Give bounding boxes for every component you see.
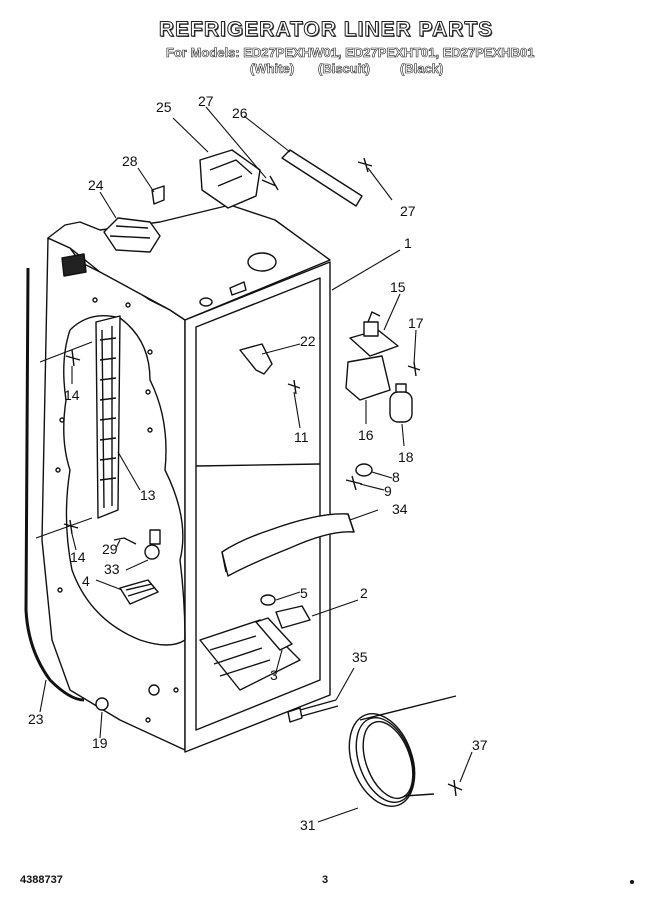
part-29: [113, 537, 137, 545]
callout-3: 3: [270, 667, 278, 683]
part-18: [389, 383, 413, 423]
callout-28: 28: [122, 153, 138, 169]
models-line: For Models: ED27PEXHW01, ED27PEXHT01, ED…: [166, 45, 535, 61]
leader-lines: [35, 106, 473, 823]
callout-26: 26: [232, 105, 248, 121]
callout-9: 9: [384, 483, 392, 499]
callout-13: 13: [140, 487, 156, 503]
callout-23: 23: [28, 711, 44, 727]
part-11-screw: [287, 379, 301, 395]
callout-24: 24: [88, 177, 104, 193]
callout-labels: 25 27 26 28 24 27 1 15 17 22 14 11 16 18…: [28, 93, 488, 833]
callout-8: 8: [392, 469, 400, 485]
callout-27-top: 27: [198, 93, 214, 109]
part-27-screw-a: [261, 175, 279, 191]
part-23-tube: [24, 267, 85, 702]
part-22: [239, 343, 273, 375]
part-33: [144, 529, 161, 560]
part-31-coil: [348, 695, 457, 807]
callout-14-lower: 14: [70, 549, 86, 565]
callout-37: 37: [472, 737, 488, 753]
variant-biscuit: (Biscuit): [318, 61, 371, 77]
part-2: [275, 605, 311, 629]
part-26: [281, 149, 363, 207]
callout-11: 11: [294, 429, 309, 445]
part-15: [349, 311, 399, 357]
callout-22: 22: [300, 333, 316, 349]
variant-black: (Black): [400, 61, 444, 77]
part-13-rail: [95, 315, 121, 519]
callout-14-upper: 14: [64, 387, 80, 403]
part-35: [287, 699, 339, 723]
callout-31: 31: [300, 817, 316, 833]
liner-cabinet: [41, 204, 331, 753]
callout-4: 4: [82, 573, 90, 589]
callout-17: 17: [408, 315, 424, 331]
page-number: 3: [322, 874, 329, 886]
part-5: [260, 594, 276, 606]
part-19: [95, 697, 109, 711]
callout-35: 35: [352, 649, 368, 665]
part-3: [255, 617, 293, 651]
callout-19: 19: [92, 735, 108, 751]
callout-18: 18: [398, 449, 414, 465]
callout-5: 5: [300, 585, 308, 601]
doc-number: 4388737: [20, 874, 63, 886]
variant-white: (White): [250, 61, 295, 77]
part-17-screw: [407, 361, 421, 377]
part-24: [103, 217, 161, 253]
part-28: [151, 185, 165, 205]
registration-dot: [630, 880, 634, 884]
part-14-screw-a: [65, 349, 81, 367]
callout-25: 25: [156, 99, 172, 115]
callout-27-right: 27: [400, 203, 416, 219]
part-4: [119, 579, 159, 605]
callout-29: 29: [102, 541, 118, 557]
part-34: [221, 513, 355, 577]
part-27-screw-b: [357, 157, 373, 173]
callout-33: 33: [104, 561, 120, 577]
part-37-screw: [447, 779, 463, 797]
part-16: [345, 355, 391, 401]
part-8: [355, 463, 373, 477]
page-title: REFRIGERATOR LINER PARTS: [158, 18, 494, 42]
callout-15: 15: [390, 279, 406, 295]
callout-1: 1: [404, 235, 412, 251]
callout-16: 16: [358, 427, 374, 443]
part-9: [345, 475, 363, 491]
part-25: [199, 149, 261, 209]
callout-2: 2: [360, 585, 368, 601]
callout-34: 34: [392, 501, 408, 517]
